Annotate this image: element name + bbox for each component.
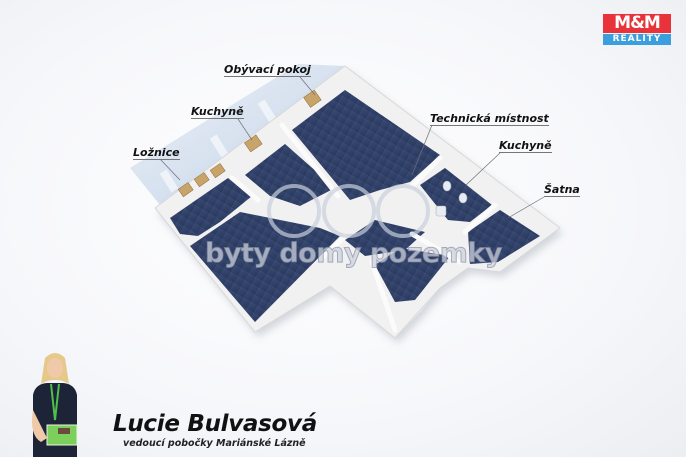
agent-role: vedoucí pobočky Mariánské Lázně — [123, 438, 306, 449]
watermark-text: byty domy pozemky — [205, 238, 503, 270]
windows — [177, 89, 322, 198]
label-kitchen-left: Kuchyně — [191, 105, 244, 119]
balcony-glass — [130, 64, 345, 205]
label-technical-room: Technická místnost — [430, 112, 549, 126]
wall-edges — [154, 65, 561, 339]
label-bedroom: Ložnice — [133, 146, 180, 160]
label-kitchen-right: Kuchyně — [499, 139, 552, 153]
label-living-room: Obývací pokoj — [224, 63, 311, 77]
leader-lines — [159, 76, 545, 219]
mm-reality-logo: M&M REALITY — [603, 14, 671, 46]
interior-walls — [229, 122, 498, 333]
agent-photo — [32, 353, 78, 457]
label-wardrobe: Šatna — [544, 183, 580, 197]
logo-mm-text: M&M — [603, 14, 671, 33]
room-floors — [170, 90, 540, 322]
logo-reality-text: REALITY — [603, 34, 671, 45]
agent-name: Lucie Bulvasová — [113, 411, 317, 437]
bathroom-fixtures — [435, 180, 468, 217]
watermark-logo — [267, 184, 430, 238]
